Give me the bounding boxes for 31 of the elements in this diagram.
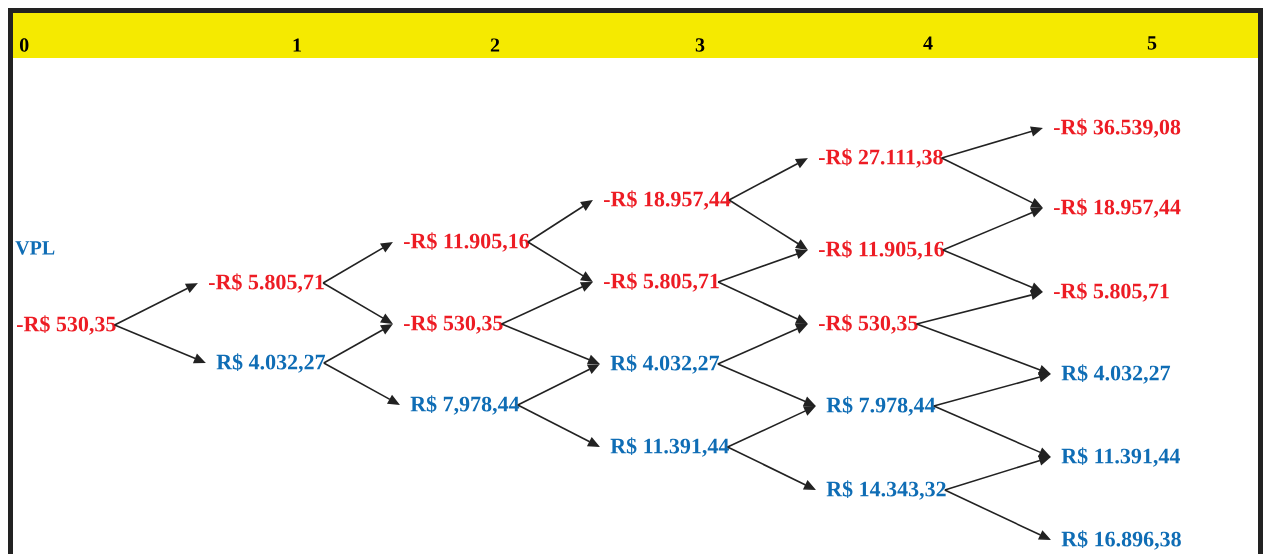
value-label: -R$ 5.805,71	[604, 272, 719, 292]
value-label: R$ 11.391,44	[1061, 447, 1180, 467]
arrow	[527, 200, 593, 243]
value-label: R$ 14.343,32	[826, 480, 946, 500]
value-label: R$ 16.896,38	[1061, 530, 1181, 550]
value-label: -R$ 5.805,71	[1054, 282, 1169, 302]
value-label: R$ 11.391,44	[610, 437, 729, 457]
value-label: R$ 4.032,27	[216, 353, 326, 373]
value-label: R$ 4.032,27	[610, 354, 720, 374]
value-label: -R$ 5.805,71	[209, 273, 324, 293]
column-number: 0	[19, 38, 29, 52]
value-label: -R$ 530,35	[17, 315, 116, 335]
value-label: -R$ 11.905,16	[819, 240, 945, 260]
value-label: R$ 7.978,44	[826, 396, 936, 416]
column-number: 3	[695, 38, 705, 52]
value-label: -R$ 27.111,38	[819, 148, 943, 168]
value-label: -R$ 530,35	[819, 314, 918, 334]
value-label: R$ 4.032,27	[1061, 364, 1171, 384]
value-label: -R$ 11.905,16	[404, 232, 530, 252]
column-number: 5	[1147, 36, 1157, 50]
arrow	[527, 241, 593, 282]
value-label: -R$ 36.539,08	[1054, 118, 1181, 138]
column-number: 4	[923, 36, 933, 50]
arrow	[728, 199, 808, 250]
value-label: -R$ 18.957,44	[1054, 198, 1181, 218]
value-label: R$ 7,978,44	[410, 395, 520, 415]
column-number: 2	[490, 38, 500, 52]
value-label: -R$ 18.957,44	[604, 190, 731, 210]
column-number: 1	[293, 38, 301, 52]
value-label: -R$ 530,35	[404, 314, 503, 334]
row-label: VPL	[15, 241, 55, 255]
